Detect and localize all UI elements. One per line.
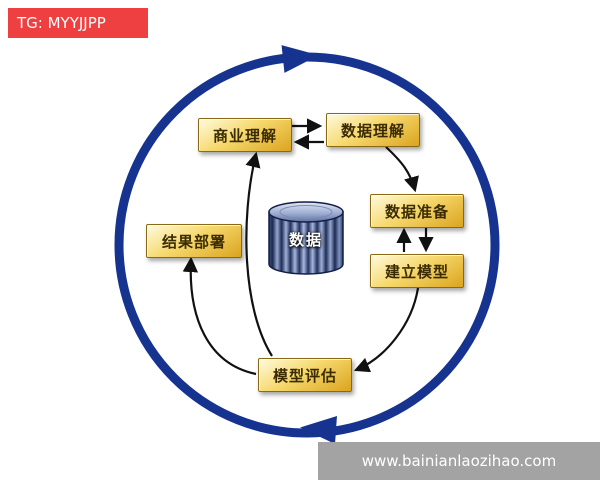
- arrow-data-understanding-to-data-preparation: [385, 146, 419, 193]
- node-data-preparation: 数据准备: [370, 194, 464, 228]
- arrow-model-to-evaluation: [353, 287, 420, 373]
- database-cylinder-icon: [268, 201, 344, 275]
- arrow-evaluation-to-business: [245, 151, 273, 357]
- node-result-deployment: 结果部署: [146, 224, 242, 258]
- cycle-arrowhead-top: [281, 45, 319, 73]
- node-model-evaluation: 模型评估: [258, 358, 352, 392]
- cycle-arrowhead-bottom: [300, 416, 337, 444]
- arrow-evaluation-to-deployment: [182, 256, 257, 376]
- top-left-watermark-banner: TG: MYYJJPP: [8, 8, 148, 38]
- node-data-understanding: 数据理解: [326, 113, 420, 147]
- node-business-understanding: 商业理解: [198, 118, 292, 152]
- database-label: 数据: [288, 231, 323, 249]
- bottom-right-watermark-banner: www.bainianlaozihao.com: [318, 442, 600, 480]
- node-build-model: 建立模型: [370, 254, 464, 288]
